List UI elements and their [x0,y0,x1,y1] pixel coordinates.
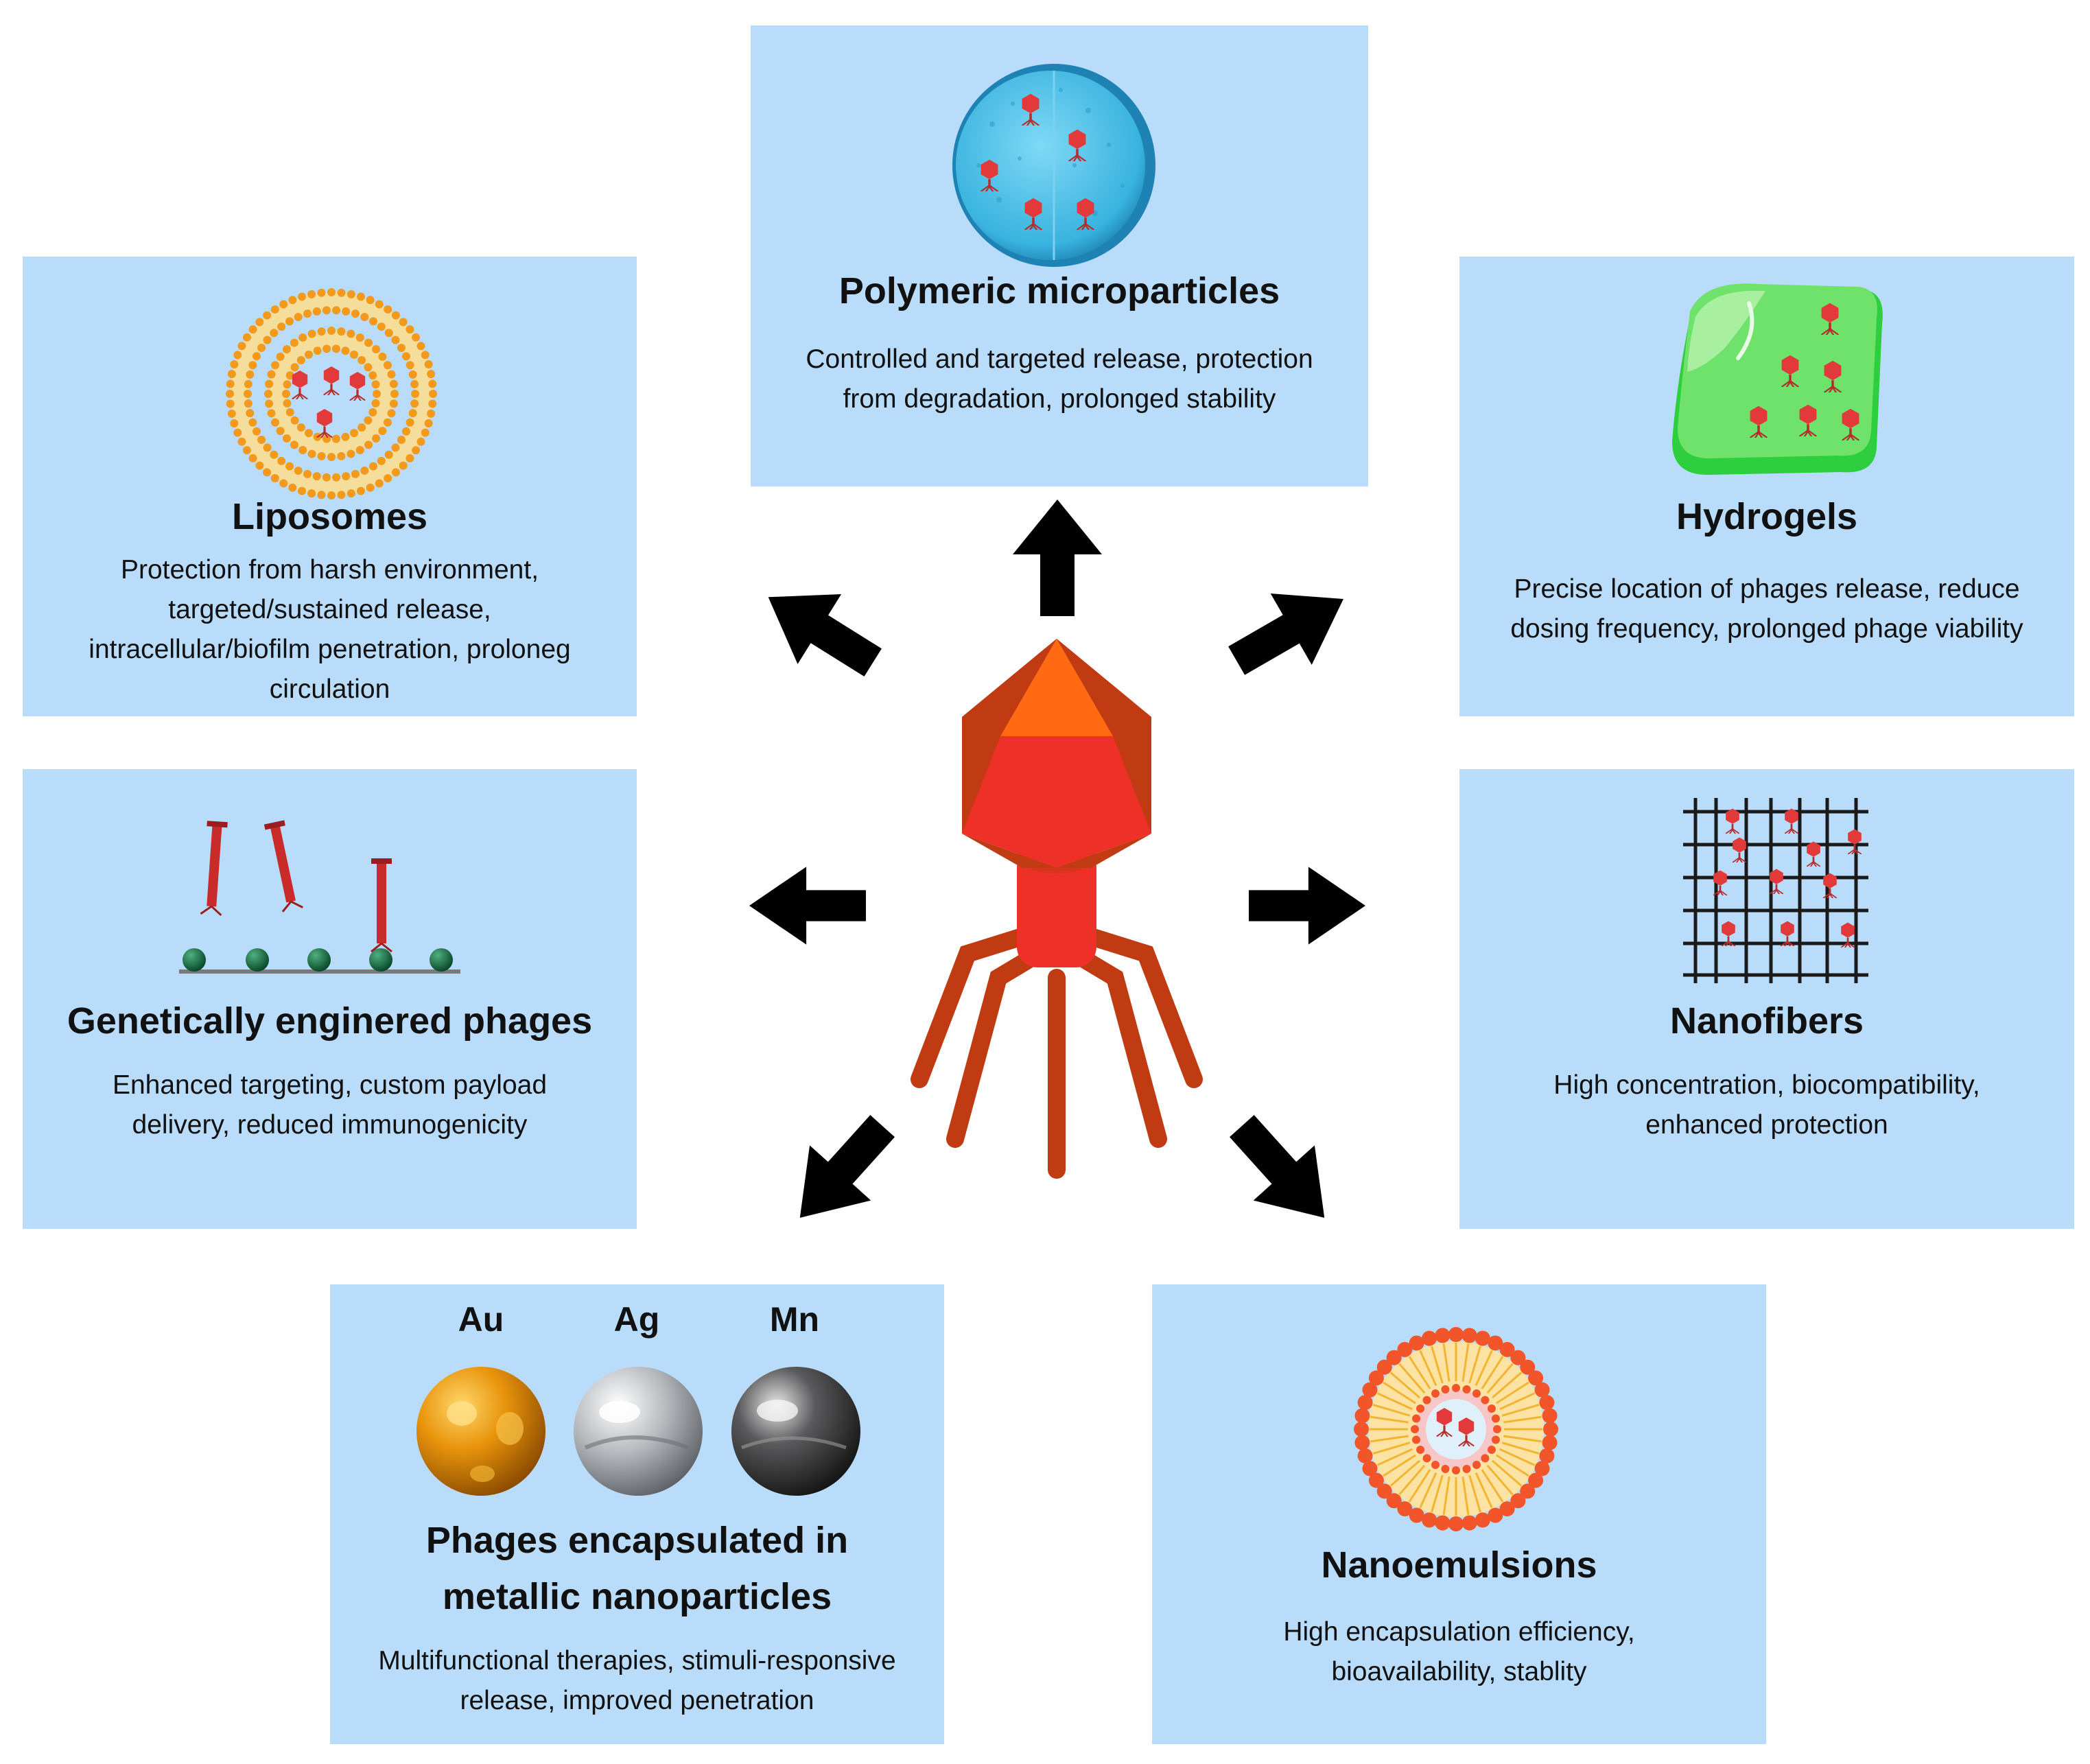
panel-metallic-nanoparticles: Au Ag Mn Phages encapsulated in metallic… [330,1284,944,1744]
hydrogel-icon [1672,283,1883,475]
engineered-phages-icon [179,820,460,974]
metal-spheres-icon [416,1367,860,1496]
nanofiber-mesh-icon [1683,798,1868,983]
panel-title: Phages encapsulated in metallic nanopart… [425,1520,849,1617]
panel-title: Nanoemulsions [1321,1544,1597,1586]
metal-label-mn: Mn [769,1300,820,1339]
liposome-icon [226,288,437,499]
arrow-left-icon [749,867,866,945]
panel-description: Protection from harsh environment, targe… [89,555,571,704]
panel-title: Nanofibers [1669,1000,1864,1042]
arrow-upright-icon [1216,563,1364,696]
panel-nanofibers: Nanofibers High concentration, biocompat… [1459,769,2074,1229]
microparticle-icon [952,64,1155,267]
metal-label-au: Au [458,1300,504,1339]
panel-description: High encapsulation efficiency, bioavaila… [1283,1617,1635,1686]
arrow-right-icon [1249,867,1365,945]
panel-description: Precise location of phages release, redu… [1510,574,2023,644]
panel-description: High concentration, biocompatibility, en… [1553,1070,1980,1140]
panel-description: Enhanced targeting, custom payload deliv… [112,1070,548,1140]
arrow-downleft-icon [769,1098,913,1246]
panel-description: Controlled and targeted release, protect… [806,344,1313,414]
panel-nanoemulsions: Nanoemulsions High encapsulation efficie… [1152,1284,1766,1744]
metal-label-ag: Ag [613,1300,660,1339]
panel-title: Liposomes [231,496,428,537]
panel-genetically-engineered-phages: Genetically enginered phages Enhanced ta… [23,769,637,1229]
panel-title: Hydrogels [1676,496,1858,537]
arrow-up-icon [1013,499,1102,616]
panel-title: Polymeric microparticles [838,270,1280,311]
panel-liposomes: Liposomes Protection from harsh environm… [23,257,637,716]
bacteriophage-icon [911,639,1203,1179]
panel-polymeric-microparticles: Polymeric microparticles Controlled and … [751,25,1368,486]
panel-title: Genetically enginered phages [67,1000,593,1042]
panel-description: Multifunctional therapies, stimuli-respo… [378,1646,896,1715]
arrow-upleft-icon [746,562,895,698]
arrow-downright-icon [1211,1098,1355,1246]
nanoemulsion-icon [1354,1327,1558,1531]
panel-hydrogels: Hydrogels Precise location of phages rel… [1459,257,2074,716]
